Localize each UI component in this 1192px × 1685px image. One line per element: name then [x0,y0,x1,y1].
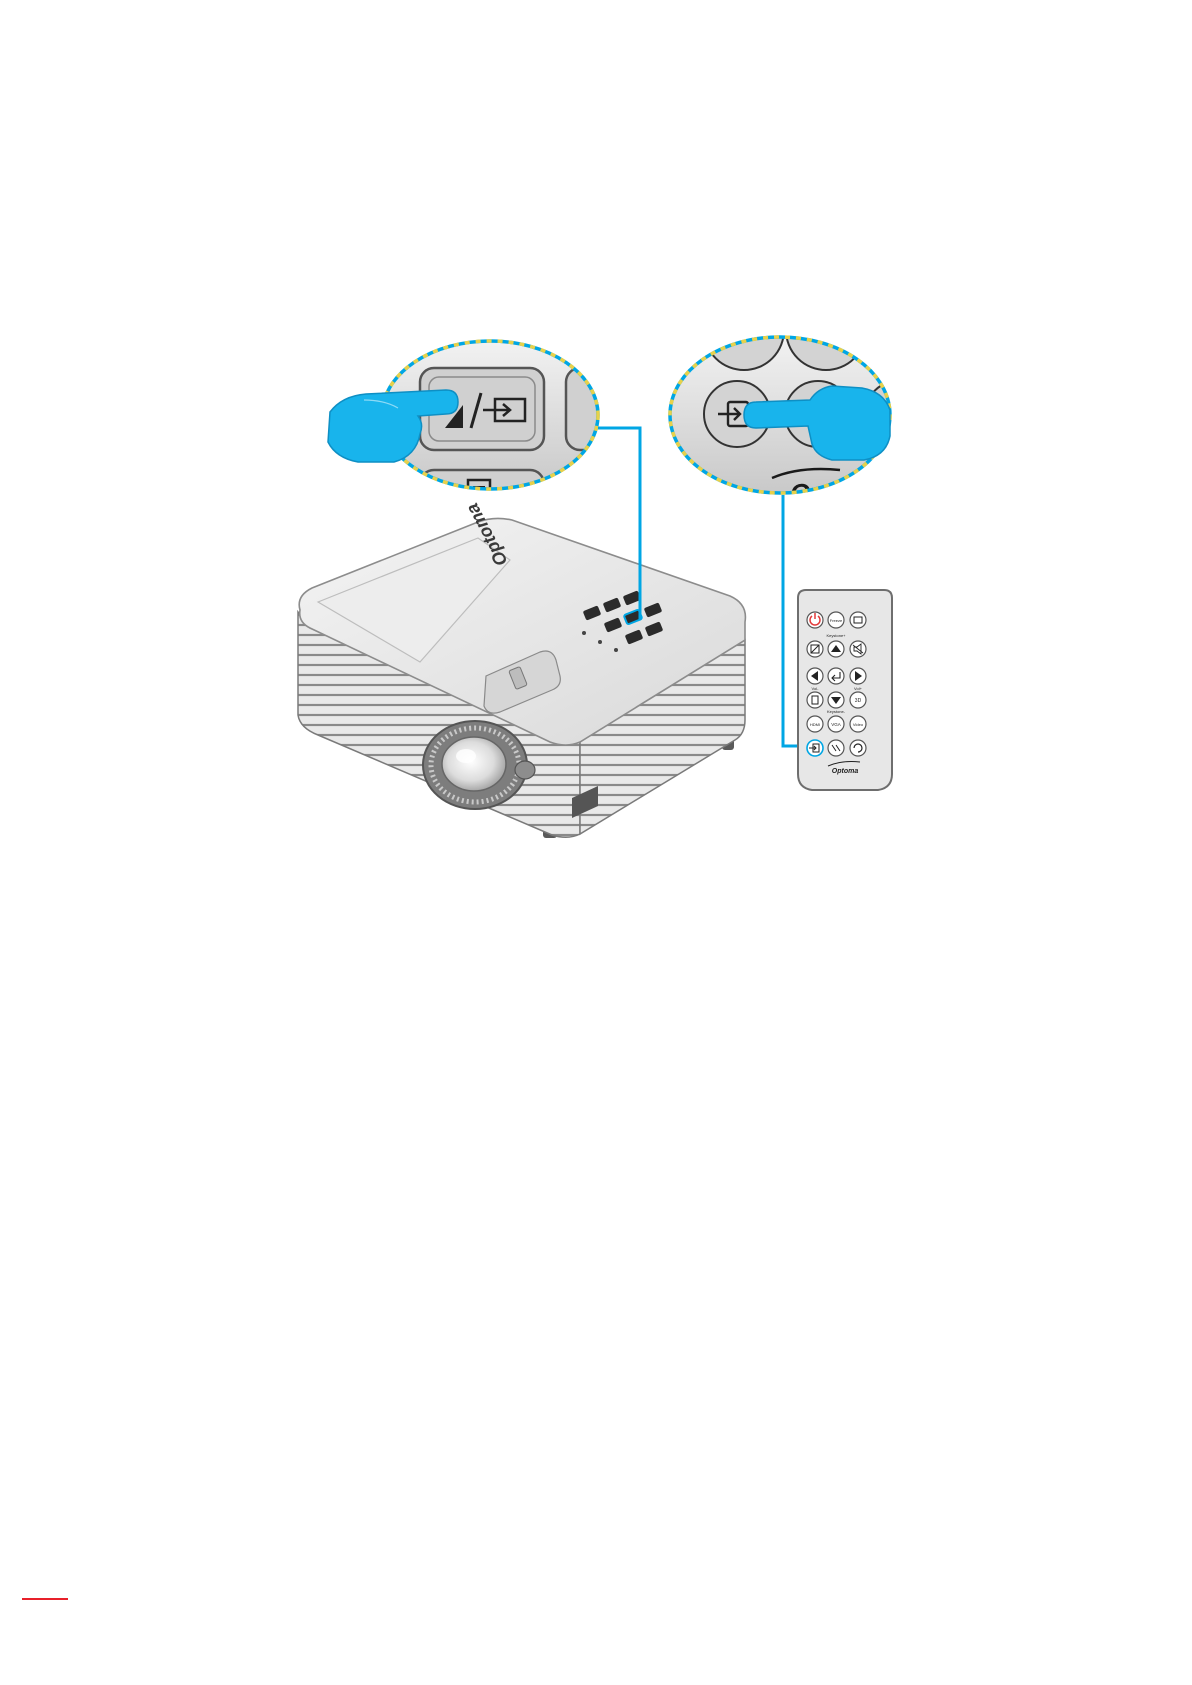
remote-video-label: Video [853,722,864,727]
remote-aspect-button[interactable] [850,612,866,628]
zoom-adjacent-key[interactable] [566,368,646,450]
remote-vga-label: VGA [831,722,841,727]
zoom-remote-button[interactable] [704,290,784,370]
projector: Optoma [298,500,745,838]
remote-freeze-label: Freeze [830,618,843,623]
remote-brightness-button[interactable] [828,740,844,756]
remote-brand-logo: Optoma [832,768,859,775]
status-led [614,648,618,652]
remote-control: Freeze Keystone+ Vol- Vol+ 3D Keystone- … [798,590,892,790]
remote-vol-plus-label: Vol+ [854,686,863,691]
remote-keystone-plus-label: Keystone+ [826,633,846,638]
page-number-marker [22,1598,68,1600]
remote-resync-button[interactable] [850,740,866,756]
remote-keystone-minus-label: Keystone- [827,709,846,714]
remote-enter-button[interactable] [828,668,844,684]
status-led [598,640,602,644]
remote-hdmi-label: HDMI [810,722,820,727]
status-led [582,631,586,635]
remote-3d-label: 3D [855,698,862,704]
remote-vol-minus-label: Vol- [812,686,820,691]
remote-menu-button[interactable] [807,692,823,708]
projector-lens [423,721,527,809]
ir-sensor [515,761,535,779]
remote-zoom-callout: Opto [670,290,931,508]
